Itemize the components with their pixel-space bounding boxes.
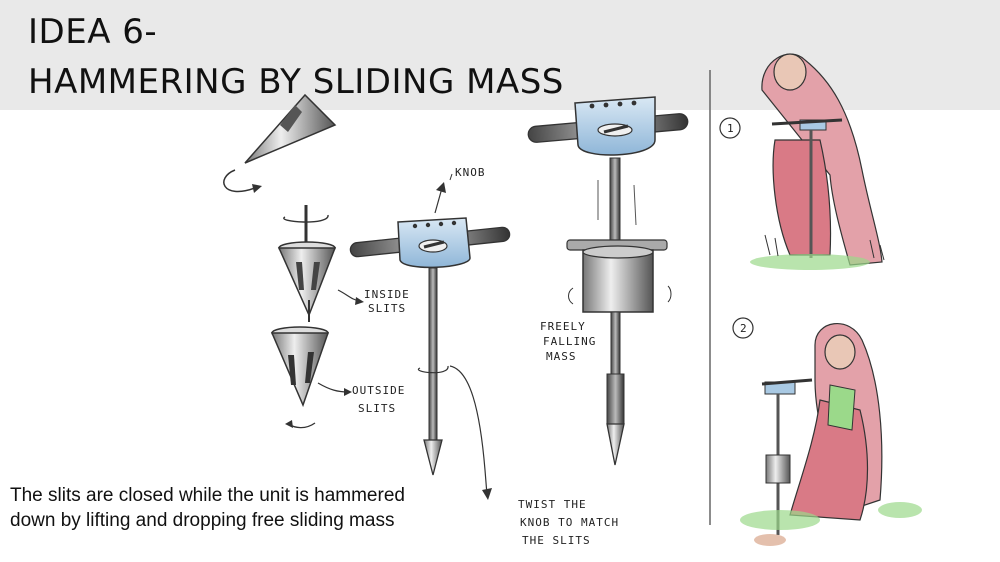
cone-outside-slits: [270, 326, 352, 429]
tip-closeup: [223, 93, 337, 193]
label-twist-3: THE SLITS: [522, 534, 591, 547]
label-freely-2: FALLING: [543, 335, 596, 348]
caption: The slits are closed while the unit is h…: [10, 483, 500, 533]
label-step-1: 1: [727, 122, 735, 135]
label-freely-1: FREELY: [540, 320, 586, 333]
cone-inside-slits: [277, 205, 364, 322]
page-title-line-2: HAMMERING BY SLIDING MASS: [28, 62, 564, 102]
caption-line-1: The slits are closed while the unit is h…: [10, 485, 405, 506]
label-inside-slits-1: INSIDE: [364, 288, 410, 301]
step-1-figure: [719, 53, 885, 270]
knob-assembly: [349, 173, 511, 500]
page-title-line-1: IDEA 6-: [28, 12, 158, 52]
label-twist-2: KNOB TO MATCH: [520, 516, 619, 529]
hammer-assembly: [527, 96, 689, 466]
label-knob: KNOB: [455, 166, 486, 179]
label-outside-slits-2: SLITS: [358, 402, 396, 415]
label-step-2: 2: [740, 322, 748, 335]
label-freely-3: MASS: [546, 350, 577, 363]
label-inside-slits-2: SLITS: [368, 302, 406, 315]
label-twist-1: TWIST THE: [518, 498, 587, 511]
label-outside-slits-1: OUTSIDE: [352, 384, 405, 397]
step-2-figure: [732, 317, 922, 546]
caption-line-2: down by lifting and dropping free slidin…: [10, 510, 395, 531]
